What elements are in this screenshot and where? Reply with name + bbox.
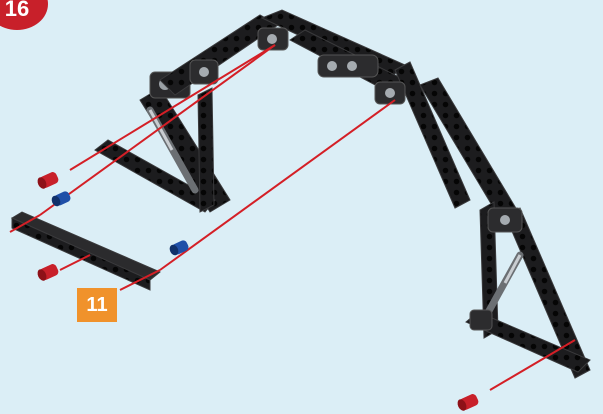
pin-red-2: [36, 263, 60, 282]
pin-red-3: [456, 393, 480, 412]
right-support-frame: [466, 202, 590, 378]
pin-red-1: [36, 171, 60, 190]
part-quantity-callout: 11: [77, 288, 117, 322]
pin-blue-2: [168, 239, 190, 257]
loose-beam-part-11: [12, 212, 160, 290]
